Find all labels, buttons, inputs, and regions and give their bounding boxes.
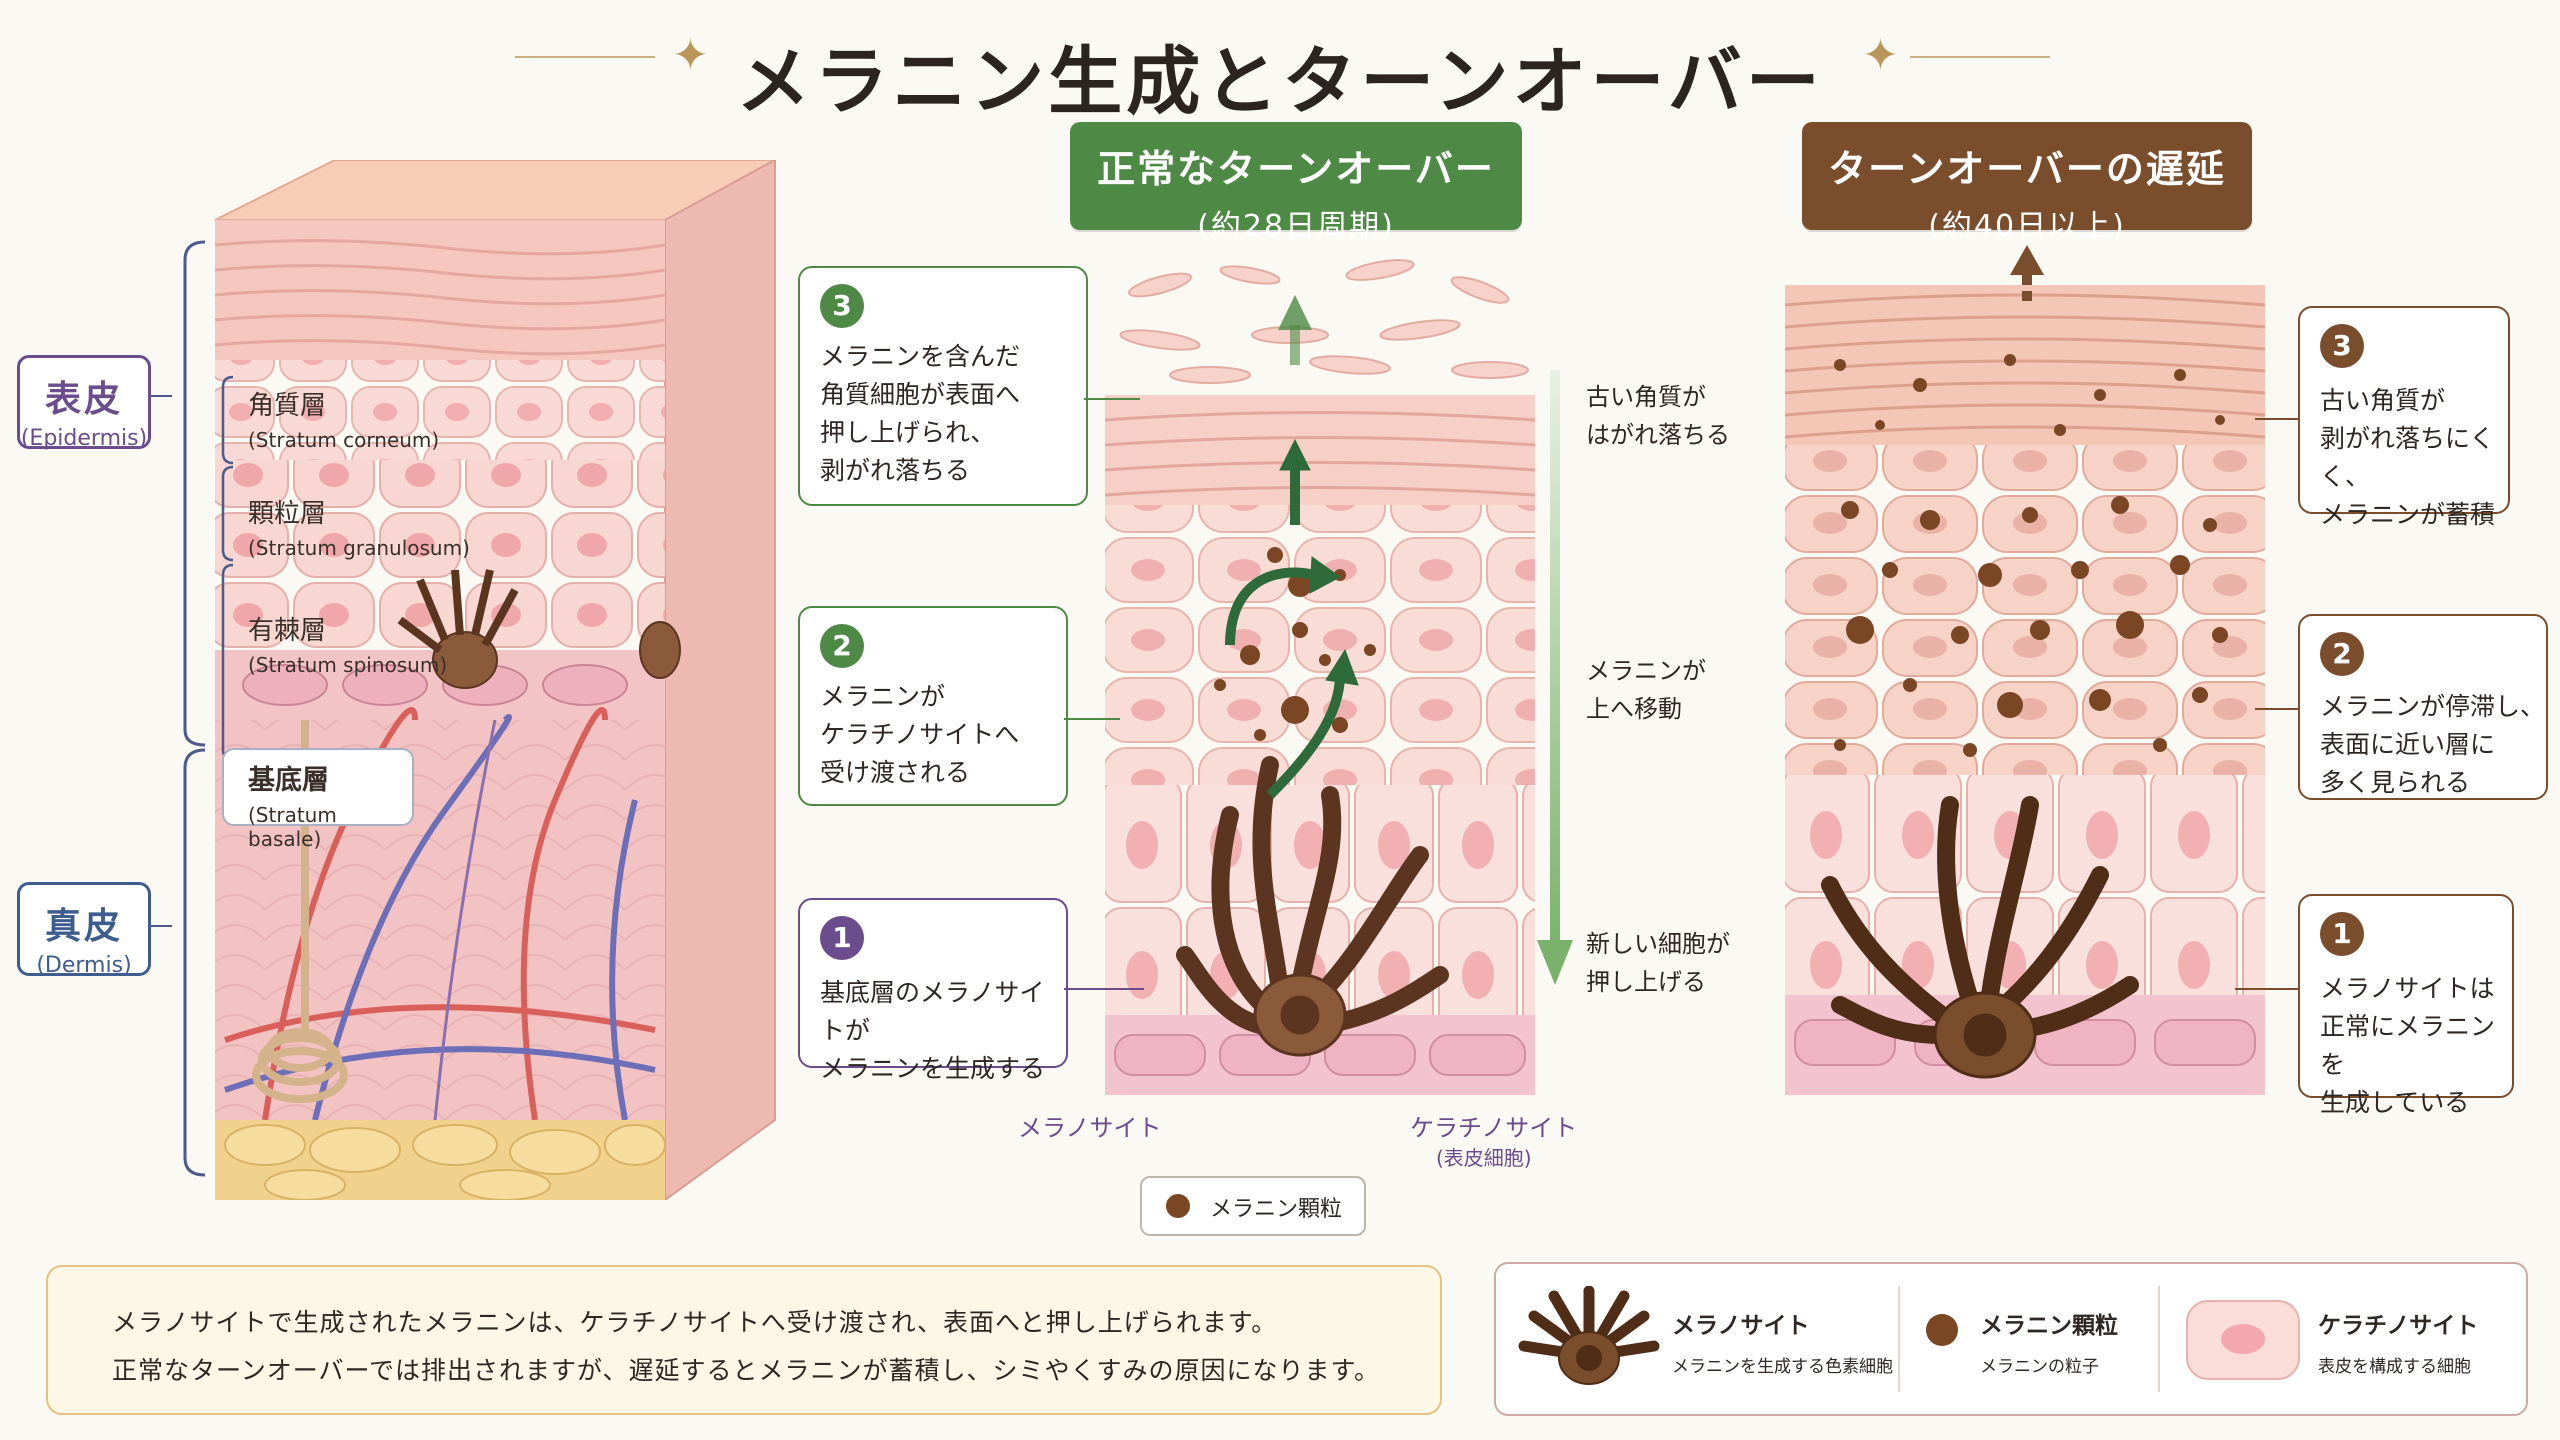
connector: [1064, 718, 1120, 720]
skin-cross-section-illustration: [214, 160, 776, 1200]
melanocyte-caption: メラノサイト: [1018, 1114, 1162, 1142]
delayed-step-3: 3 古い角質が 剥がれ落ちにくく、 メラニンが蓄積: [2298, 306, 2510, 529]
summary-line-2: 正常なターンオーバーでは排出されますが、遅延するとメラニンが蓄積し、シミやくすみ…: [112, 1356, 1381, 1385]
sparkle-icon: ✦: [672, 30, 709, 81]
sparkle-icon: ✦: [1862, 30, 1899, 81]
connector: [2255, 418, 2298, 420]
legend: メラノサイト メラニンを生成する色素細胞 メラニン顆粒 メラニンの粒子 ケラチノ…: [1494, 1262, 2528, 1416]
side-label-melanin-moves: メラニンが 上へ移動: [1586, 657, 1706, 723]
layer-label-corneum: 角質層(Stratum corneum): [248, 391, 440, 452]
connector: [150, 395, 172, 397]
delayed-step-1: 1 メラノサイトは 正常にメラニンを 生成している: [2298, 894, 2514, 1117]
normal-step-3: 3 メラニンを含んだ 角質細胞が表面へ 押し上げられ、 剥がれ落ちる: [798, 266, 1088, 506]
connector: [2235, 988, 2298, 990]
connector: [2255, 708, 2298, 710]
connector: [150, 925, 172, 927]
side-label-new-cells: 新しい細胞が 押し上げる: [1586, 930, 1730, 996]
delayed-step-2: 2 メラニンが停滞し、 表面に近い層に 多く見られる: [2298, 614, 2548, 800]
connector: [1084, 398, 1140, 400]
page-title: メラニン生成とターンオーバー: [736, 39, 1824, 125]
connector: [1064, 988, 1144, 990]
summary-note: メラノサイトで生成されたメラニンは、ケラチノサイトへ受け渡され、表面へと押し上げ…: [46, 1265, 1442, 1415]
melanin-granule-icon: [1926, 1314, 1958, 1346]
divider: [1898, 1286, 1900, 1392]
keratinocyte-caption: ケラチノサイト: [1410, 1114, 1578, 1142]
layer-brackets: [183, 240, 206, 1177]
keratinocyte-subcaption: (表皮細胞): [1436, 1146, 1532, 1170]
side-label-old-flakes: 古い角質が はがれ落ちる: [1586, 383, 1730, 449]
normal-step-1: 1 基底層のメラノサイトが メラニンを生成する: [798, 898, 1068, 1083]
title-rule-right: [1910, 56, 2050, 58]
delayed-turnover-header: ターンオーバーの遅延 (約40日以上): [1802, 122, 2252, 244]
layer-label-granulosum: 顆粒層(Stratum granulosum): [248, 499, 470, 560]
normal-turnover-header: 正常なターンオーバー (約28日周期): [1070, 122, 1522, 244]
title-rule-left: [515, 56, 655, 58]
dermis-label: 真皮 (Dermis): [17, 882, 151, 978]
normal-step-2: 2 メラニンが ケラチノサイトへ 受け渡される: [798, 606, 1068, 806]
melanin-granule-icon: [1166, 1194, 1190, 1218]
layer-label-spinosum: 有棘層(Stratum spinosum): [248, 616, 448, 677]
upward-gradient-arrow: [1537, 370, 1573, 985]
delayed-skin-illustration: [1784, 245, 2266, 1095]
layer-label-basale: 基底層 (Stratum basale): [222, 748, 414, 851]
divider: [2158, 1286, 2160, 1392]
sublayer-brackets: [221, 375, 234, 762]
summary-line-1: メラノサイトで生成されたメラニンは、ケラチノサイトへ受け渡され、表面へと押し上げ…: [112, 1308, 1278, 1337]
keratinocyte-icon: [2186, 1300, 2300, 1380]
granule-legend: メラニン顆粒: [1140, 1176, 1366, 1236]
normal-skin-illustration: [1104, 259, 1536, 1095]
melanocyte-icon: [1518, 1286, 1660, 1385]
epidermis-label: 表皮 (Epidermis): [17, 355, 151, 451]
